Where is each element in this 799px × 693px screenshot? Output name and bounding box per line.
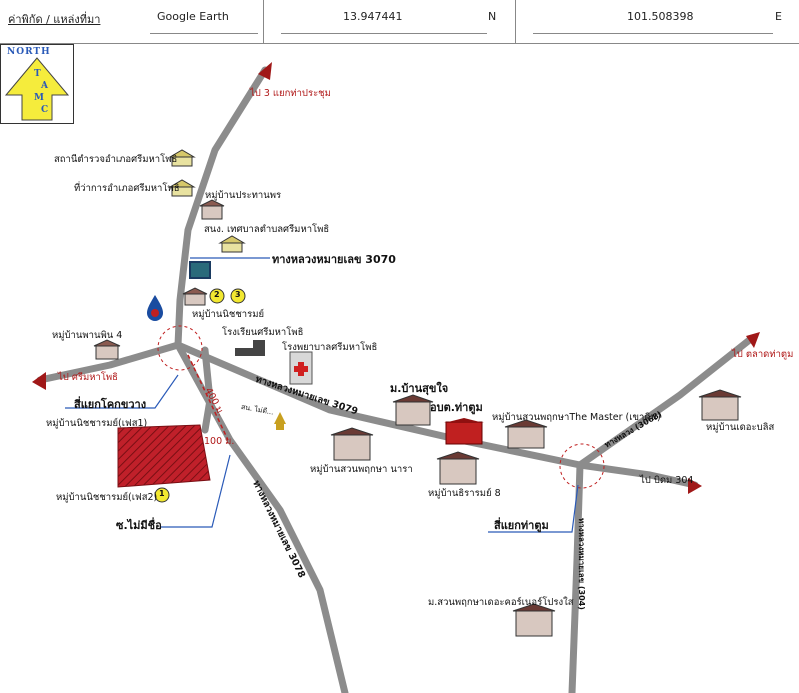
place-label: ค่าพิกัด / แหล่งที่มา — [8, 13, 101, 26]
logo-letter-a: A — [41, 81, 48, 91]
badges — [154, 288, 246, 503]
logo-letter-t: T — [34, 69, 41, 79]
land-plot — [117, 424, 211, 488]
badge-3-text: 3 — [235, 290, 241, 299]
house-icon-nicharom — [182, 287, 208, 306]
label-road-304: ทางหลวงหมายเลข (304) — [577, 518, 586, 610]
badge-1-text: 1 — [159, 489, 165, 498]
label-yaek-thatoom: สี่แยกท่าตูม — [494, 519, 549, 532]
gas-station-icon — [147, 295, 163, 321]
source-underline — [150, 33, 258, 34]
label-to-talad: ไป ตลาดท่าตูม — [732, 349, 794, 360]
house-icon-sukjai — [392, 394, 434, 426]
house-icon-phanphin — [93, 339, 121, 360]
road-3079 — [174, 341, 584, 469]
north-logo: NORTH T A M C — [0, 44, 74, 124]
junction-khokkhwang — [157, 325, 203, 371]
house-icon-debliss — [698, 389, 742, 421]
label-nicharom-phase1: หมู่บ้านนิชชารมย์(เฟส1) — [46, 418, 148, 429]
house-icon-cornercreek — [512, 603, 556, 637]
north-arrow-shape — [4, 57, 70, 121]
latitude-dir: N — [488, 10, 497, 23]
road-to-304 — [576, 461, 699, 489]
house-icon-master — [504, 419, 548, 449]
source-value: Google Earth — [157, 10, 229, 23]
coordinates-header: ค่าพิกัด / แหล่งที่มา Google Earth 13.94… — [0, 0, 799, 44]
direction-arrows — [32, 62, 760, 494]
label-to-srimahaphot: ไป ศรีมหาโพธิ — [58, 372, 118, 383]
hospital-icon — [289, 351, 313, 385]
badge-2-text: 2 — [214, 290, 220, 299]
signboard-icon — [189, 261, 211, 279]
label-to-tha-prachum: ไป 3 แยกท่าประชุม — [250, 88, 331, 99]
latitude-cell: 13.947441 N — [263, 0, 516, 43]
callout-thatoom — [488, 484, 579, 533]
label-soi-mai-mi-chue: ซ.ไม่มีชื่อ — [116, 519, 162, 532]
arrow-304 — [688, 478, 702, 494]
latitude-underline — [281, 33, 487, 34]
label-phanphin: หมู่บ้านพานพิน 4 — [52, 330, 123, 341]
road-to-talad — [576, 334, 756, 469]
label-to-304: ไป บิดม 304 — [640, 475, 694, 486]
road-south — [568, 461, 584, 693]
callout-lines — [65, 257, 579, 533]
label-master: หมู่บ้านสวนพฤกษาThe Master (เขาดิน) — [492, 412, 661, 423]
school-icon — [235, 340, 265, 356]
badge-3-circle — [230, 288, 246, 304]
label-municipal: สนง. เทศบาลตำบลศรีมหาโพธิ — [204, 224, 330, 235]
north-label: NORTH — [7, 47, 51, 57]
obt-icon — [444, 418, 484, 445]
label-police: สถานีตำรวจอำเภอศรีมหาโพธิ — [54, 154, 178, 165]
label-prathanporn: หมู่บ้านประทานพร — [205, 190, 282, 201]
distance-line — [187, 354, 229, 441]
longitude-value: 101.508398 — [627, 10, 694, 23]
house-icon-municipal — [218, 235, 246, 253]
house-icon-nara — [330, 427, 374, 461]
arrow-north — [258, 62, 272, 80]
junction-thatoom — [559, 443, 605, 489]
label-debliss: หมู่บ้านเดอะบลิส — [706, 422, 775, 433]
label-highway-3070: ทางหลวงหมายเลข 3070 — [272, 253, 396, 266]
temple-icon — [274, 412, 286, 430]
longitude-dir: E — [775, 10, 782, 23]
house-icon-prathanporn — [199, 199, 225, 220]
arrow-west — [32, 372, 46, 390]
label-obt-thatoom: อบต.ท่าตูม — [430, 401, 483, 414]
building-icons — [93, 149, 742, 637]
label-nara: หมู่บ้านสวนพฤกษา นารา — [310, 464, 413, 475]
house-icon-dharom8 — [436, 451, 480, 485]
logo-letter-m: M — [34, 93, 44, 103]
road-network — [36, 66, 756, 693]
label-dist-100: 100 ม. — [204, 436, 235, 447]
label-nicharom: หมู่บ้านนิชชารมย์ — [192, 309, 265, 320]
callout-khokkhwang — [65, 374, 179, 409]
callout-soi — [160, 454, 231, 528]
house-icon-police — [168, 149, 196, 167]
badge-1-circle — [154, 487, 170, 503]
label-hospital: โรงพยาบาลศรีมหาโพธิ — [282, 342, 378, 353]
source-cell: ค่าพิกัด / แหล่งที่มา Google Earth — [0, 0, 264, 43]
road-3070 — [174, 66, 269, 349]
label-cornercreek: ม.สวนพฤกษาเดอะคอร์เนอร์โปรงใส — [428, 597, 574, 608]
label-yaek-khokkhwang: สี่แยกโคกขวาง — [74, 398, 147, 411]
longitude-cell: 101.508398 E — [515, 0, 798, 43]
label-dharom8: หมู่บ้านธิรารมย์ 8 — [428, 488, 501, 499]
house-icon-district — [168, 179, 196, 197]
badge-2-circle — [209, 288, 225, 304]
label-district-office: ที่ว่าการอำเภอศรีมหาโพธิ — [74, 183, 180, 194]
label-school: โรงเรียนศรีมหาโพธิ — [222, 327, 304, 338]
longitude-underline — [533, 33, 773, 34]
label-nicharom-phase2: หมู่บ้านนิชชารมย์(เฟส2) — [56, 492, 158, 503]
road-west — [36, 341, 182, 384]
logo-letter-c: C — [41, 105, 49, 115]
arrow-talad — [746, 332, 760, 348]
latitude-value: 13.947441 — [343, 10, 403, 23]
label-sukjai: ม.บ้านสุขใจ — [390, 382, 449, 395]
